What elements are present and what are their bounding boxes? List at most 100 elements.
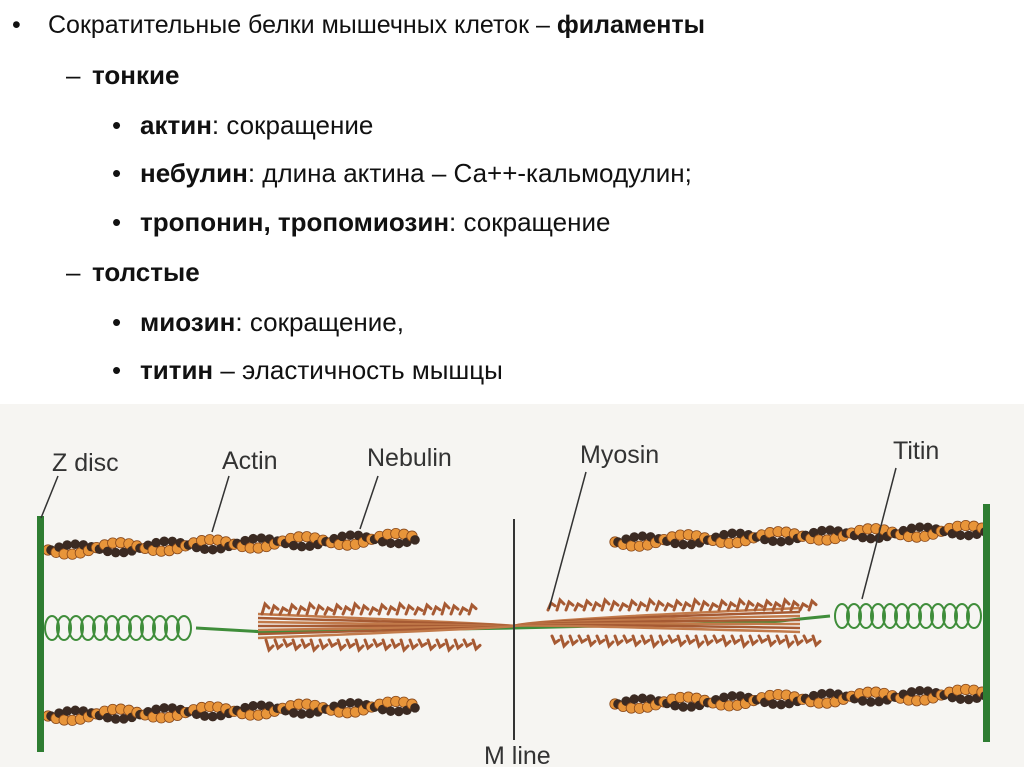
actin-leader: [211, 475, 230, 533]
myosin-head: [735, 597, 746, 612]
myosin-head: [667, 634, 678, 645]
myosin-head: [399, 638, 410, 653]
titin-coil: [92, 615, 108, 641]
actin-bead: [119, 547, 129, 558]
actin-bead: [62, 540, 72, 550]
myosin-head: [350, 601, 361, 616]
myosin-head: [699, 599, 710, 612]
myosin-head: [712, 634, 723, 645]
actin-bead: [62, 706, 72, 716]
myosin-head: [363, 638, 374, 651]
m-line-label: M line: [484, 742, 551, 767]
titin-label: Titin: [893, 437, 939, 465]
actin-bead: [817, 525, 827, 536]
actin-bead: [207, 711, 218, 722]
actin-bead: [719, 692, 729, 703]
actin-bead: [337, 531, 348, 542]
bullet: •: [112, 355, 122, 385]
actin-bead: [629, 532, 640, 542]
title-bold: филаменты: [556, 11, 705, 39]
titin-coil: [918, 603, 934, 629]
myosin-head: [309, 638, 320, 653]
actin-bead: [256, 700, 267, 711]
myosin-head: [381, 638, 392, 652]
actin-bead: [110, 714, 121, 724]
list-item: •миозин: сокращение,: [112, 307, 404, 337]
actin-bead: [914, 522, 925, 532]
myosin-head: [273, 638, 284, 651]
myosin-head: [386, 604, 397, 616]
bullet: •: [112, 158, 122, 188]
myosin-head: [591, 600, 602, 612]
myosin-head: [649, 634, 660, 649]
actin-bead: [377, 704, 388, 715]
list-item: •титин – эластичность мышцы: [112, 355, 503, 385]
myosin-head: [462, 638, 473, 649]
actin-bead: [637, 531, 648, 542]
actin-bead: [825, 525, 835, 535]
myosin-head: [681, 600, 692, 612]
myosin-head: [467, 602, 478, 616]
myosin-leader: [548, 471, 587, 610]
myosin-head: [744, 599, 755, 612]
actin-bead: [240, 702, 250, 713]
myosin-head: [359, 603, 370, 616]
myosin-head: [753, 601, 764, 612]
titin-coil: [116, 615, 132, 641]
item-bold: миозин: [140, 307, 236, 337]
actin-bead: [410, 535, 420, 545]
myosin-head: [305, 601, 316, 616]
myosin-head: [422, 602, 433, 616]
myosin-head: [323, 605, 334, 616]
actin-bead: [199, 544, 210, 555]
actin-bead: [874, 696, 884, 707]
myosin-head: [318, 638, 329, 651]
myosin-head: [264, 638, 275, 653]
myosin-head: [622, 634, 633, 645]
actin-bead: [394, 706, 404, 717]
myosin-head: [726, 600, 737, 612]
myosin-head: [775, 634, 786, 646]
item-text: – эластичность мышцы: [213, 355, 503, 385]
myosin-head: [300, 638, 311, 650]
actin-bead: [817, 689, 827, 699]
z-disc-label: Z disc: [52, 449, 119, 477]
list-item: •небулин: длина актина – Са++-кальмодули…: [112, 158, 692, 188]
myosin-head: [748, 634, 759, 647]
myosin-head: [586, 634, 597, 648]
myosin-head: [372, 638, 383, 649]
actin-bead: [119, 714, 129, 724]
item-bold: небулин: [140, 158, 248, 188]
myosin-head: [404, 603, 415, 616]
list-item: •актин: сокращение: [112, 110, 373, 140]
titin-coil: [858, 603, 874, 629]
dash: –: [66, 60, 81, 90]
actin-bead: [963, 530, 974, 541]
myosin-head: [573, 601, 584, 612]
myosin-head: [550, 634, 561, 646]
myosin-head: [595, 634, 606, 646]
myosin-head: [449, 603, 460, 616]
myosin-head: [282, 638, 293, 649]
myosin-head: [807, 598, 818, 612]
myosin-head: [730, 634, 741, 646]
myosin-head: [377, 602, 388, 616]
actin-bead: [410, 703, 420, 713]
list-item: •тропонин, тропомиозин: сокращение: [112, 207, 610, 237]
myosin-head: [458, 605, 469, 616]
actin-bead: [345, 530, 356, 540]
dash: –: [66, 257, 81, 287]
myosin-head: [327, 638, 338, 649]
titin-coil: [882, 603, 898, 629]
titin-coil: [140, 615, 156, 641]
actin-bead: [305, 708, 315, 719]
actin-bead: [377, 536, 388, 547]
actin-bead: [857, 696, 868, 706]
myosin-head: [390, 638, 401, 650]
titin-coil: [56, 615, 72, 641]
bullet: •: [12, 11, 21, 39]
actin-bead: [102, 546, 113, 557]
actin-bead: [678, 702, 689, 712]
myosin-head: [408, 638, 419, 651]
myosin-head: [278, 605, 289, 616]
